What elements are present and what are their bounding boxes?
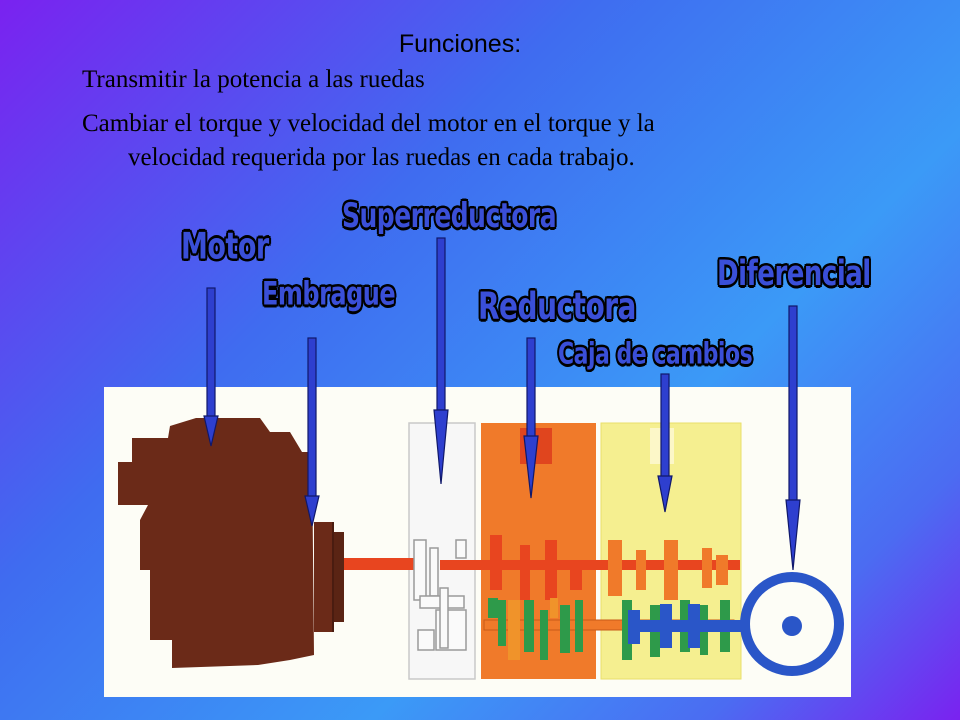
differential-ring: [740, 572, 844, 676]
flywheel: [314, 522, 334, 632]
label-diferencial: Diferencial: [717, 254, 871, 295]
label-superreductora: Superreductora: [342, 196, 557, 236]
motor-body: [118, 418, 314, 668]
heading: Funciones:: [398, 30, 522, 58]
label-motor: Motor: [181, 226, 269, 268]
function-line-3: velocidad requerida por las ruedas en ca…: [128, 144, 635, 171]
function-line-1: Transmitir la potencia a las ruedas: [82, 66, 425, 93]
label-reductora: Reductora: [478, 284, 636, 329]
function-line-2: Cambiar el torque y velocidad del motor …: [82, 110, 655, 137]
arrow-diferencial: [785, 305, 801, 571]
arrow-embrague: [304, 337, 320, 527]
arrow-superreductora: [433, 237, 449, 485]
label-embrague: Embrague: [262, 275, 396, 313]
input-shaft: [344, 558, 414, 570]
arrow-caja-de-cambios: [657, 373, 673, 513]
label-caja-de-cambios: Caja de cambios: [558, 338, 753, 372]
arrow-reductora: [523, 337, 539, 499]
arrow-motor: [203, 287, 219, 447]
